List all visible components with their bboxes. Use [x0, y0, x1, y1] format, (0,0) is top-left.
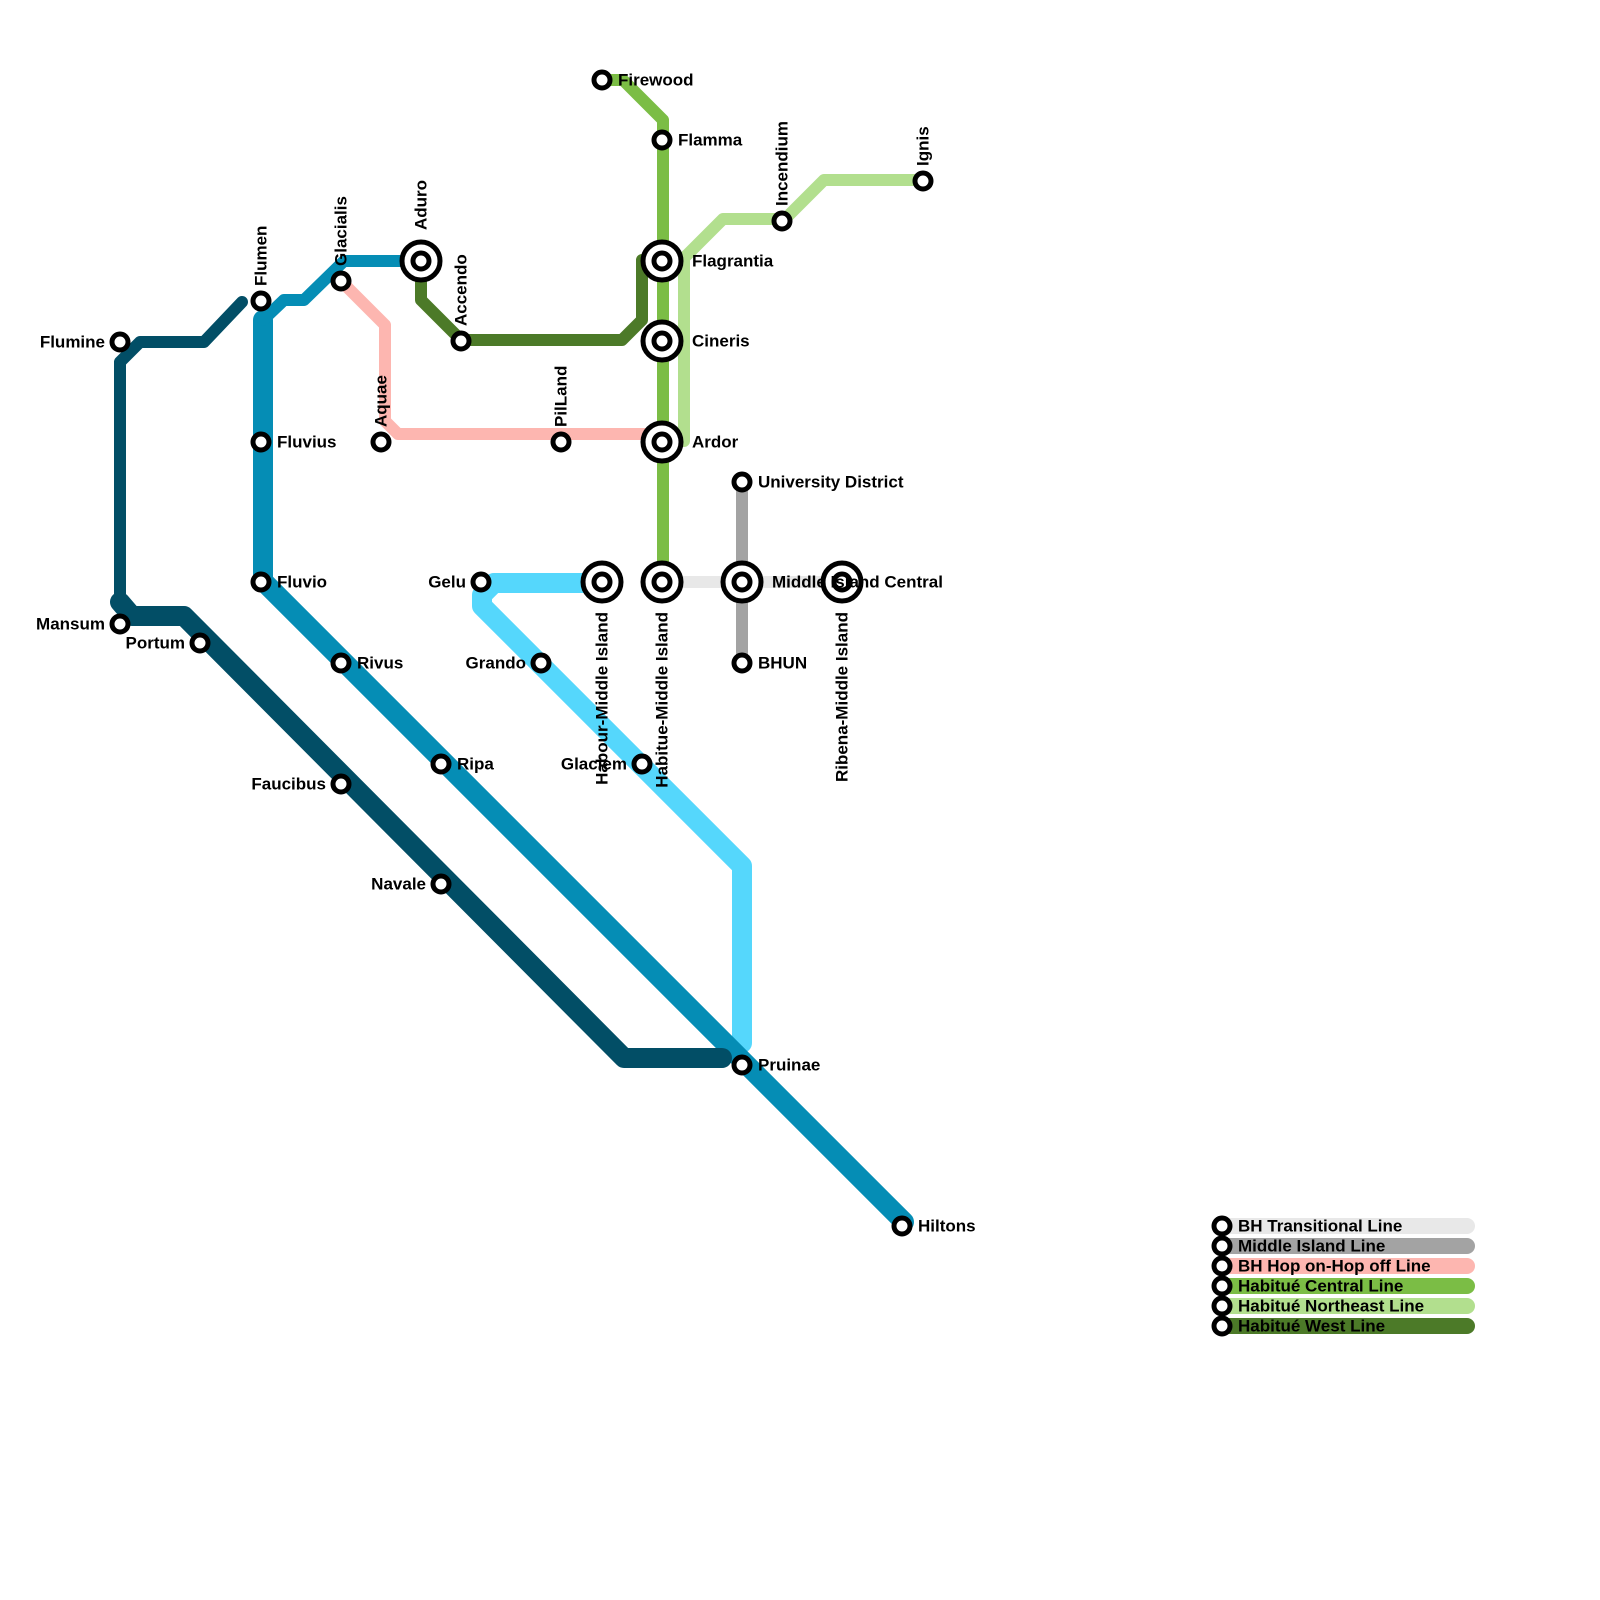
legend-station-marker — [1211, 1295, 1233, 1317]
legend-station-marker — [1211, 1215, 1233, 1237]
legend-station-marker — [1211, 1235, 1233, 1257]
station-label: Fluvius — [277, 433, 337, 452]
station-label: BHUN — [758, 654, 807, 673]
station-label: Glaciem — [561, 755, 627, 774]
station-flagrantia[interactable] — [640, 239, 684, 283]
station-label: Fluvio — [277, 573, 327, 592]
habitue-northeast-line — [678, 174, 933, 447]
station-label: Middle Island Central — [772, 573, 943, 592]
station-glacialis[interactable] — [330, 270, 352, 292]
station-label: Mansum — [36, 615, 105, 634]
station-flumine[interactable] — [109, 331, 131, 353]
bh-hop-line — [334, 274, 666, 440]
station-label: Ignis — [914, 126, 933, 166]
station-cineris[interactable] — [640, 319, 684, 363]
station-label: Aduro — [412, 180, 431, 230]
station-middle-island-central[interactable] — [720, 560, 764, 604]
legend-label: Habitué Central Line — [1238, 1277, 1403, 1296]
station-label: Habitue-Middle Island — [653, 612, 672, 788]
station-label: Hiltons — [918, 1217, 976, 1236]
station-portum[interactable] — [189, 632, 211, 654]
legend-station-marker — [1211, 1275, 1233, 1297]
station-faucibus[interactable] — [330, 773, 352, 795]
legend-item: BH Transitional Line — [1211, 1215, 1475, 1237]
blue-line — [257, 255, 411, 326]
station-pruinae[interactable] — [731, 1054, 753, 1076]
station-label: Glacialis — [332, 196, 351, 266]
station-hiltons[interactable] — [891, 1215, 913, 1237]
station-mansum[interactable] — [109, 613, 131, 635]
station-label: Habour-Middle Island — [593, 612, 612, 785]
station-label: Rivus — [357, 654, 403, 673]
station-aduro[interactable] — [399, 239, 443, 283]
station-label: Portum — [126, 634, 186, 653]
light-blue-line — [472, 573, 752, 1053]
legend-label: BH Transitional Line — [1238, 1217, 1402, 1236]
station-label: Flamma — [678, 131, 743, 150]
legend-item: BH Hop on-Hop off Line — [1211, 1255, 1475, 1277]
legend-item: Middle Island Line — [1211, 1235, 1475, 1257]
legend-station-marker — [1211, 1255, 1233, 1277]
station-flumen[interactable] — [250, 290, 272, 312]
station-firewood[interactable] — [591, 69, 613, 91]
station-bhun[interactable] — [731, 652, 753, 674]
station-flamma[interactable] — [651, 129, 673, 151]
station-label: Firewood — [618, 71, 694, 90]
legend-item: Habitué Central Line — [1211, 1275, 1475, 1297]
station-label: Gelu — [428, 573, 466, 592]
station-incendium[interactable] — [771, 210, 793, 232]
station-label: University District — [758, 473, 904, 492]
station-ripa[interactable] — [430, 753, 452, 775]
station-label: Cineris — [692, 332, 750, 351]
station-label: Flagrantia — [692, 252, 774, 271]
station-label: Grando — [466, 654, 526, 673]
station-fluvio[interactable] — [250, 571, 272, 593]
legend-station-marker — [1211, 1315, 1233, 1337]
station-rivus[interactable] — [330, 652, 352, 674]
legend-label: Habitué Northeast Line — [1238, 1297, 1424, 1316]
route-lines — [110, 74, 933, 1232]
station-fluvius[interactable] — [250, 431, 272, 453]
station-glaciem[interactable] — [631, 753, 653, 775]
legend-label: Habitué West Line — [1238, 1317, 1385, 1336]
station-gelu[interactable] — [470, 571, 492, 593]
station-ardor[interactable] — [640, 420, 684, 464]
dark-blue-line — [114, 296, 248, 608]
station-grando[interactable] — [530, 652, 552, 674]
station-label: Ardor — [692, 433, 739, 452]
station-label: Flumine — [40, 333, 105, 352]
station-aquae[interactable] — [370, 431, 392, 453]
station-pilland[interactable] — [550, 431, 572, 453]
station-ignis[interactable] — [912, 170, 934, 192]
station-label: Aquae — [372, 375, 391, 427]
station-ribena-middle-island[interactable] — [820, 560, 864, 604]
station-label: Ripa — [457, 755, 494, 774]
station-university-district[interactable] — [731, 471, 753, 493]
stations — [109, 69, 934, 1237]
dark-blue-line — [110, 592, 732, 1068]
station-label: Incendium — [773, 121, 792, 206]
legend-label: Middle Island Line — [1238, 1237, 1385, 1256]
station-label: Pruinae — [758, 1056, 820, 1075]
station-label: Faucibus — [251, 775, 326, 794]
station-navale[interactable] — [430, 873, 452, 895]
habitue-west-line — [415, 254, 648, 346]
station-label: Ribena-Middle Island — [833, 612, 852, 782]
legend-label: BH Hop on-Hop off Line — [1238, 1257, 1431, 1276]
station-label: PilLand — [552, 366, 571, 427]
station-label: Navale — [371, 875, 426, 894]
station-habitue-middle-island[interactable] — [640, 560, 684, 604]
station-accendo[interactable] — [450, 330, 472, 352]
legend-item: Habitué West Line — [1211, 1315, 1475, 1337]
station-label: Accendo — [452, 254, 471, 326]
station-habour-middle-island[interactable] — [580, 560, 624, 604]
legend-item: Habitué Northeast Line — [1211, 1295, 1475, 1317]
station-label: Flumen — [252, 226, 271, 286]
